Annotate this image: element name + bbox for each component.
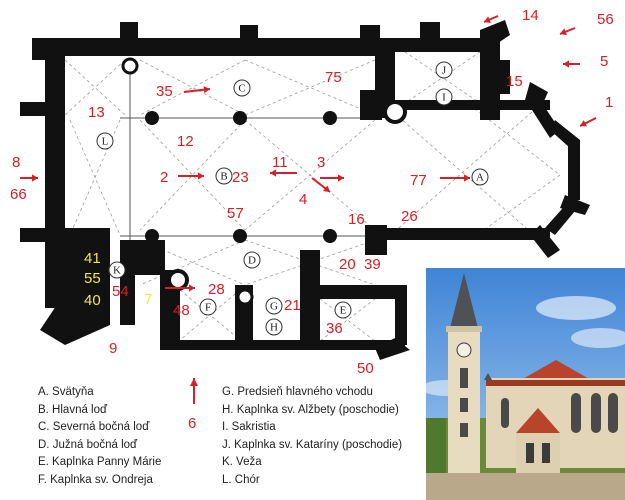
room-letter: E bbox=[340, 305, 347, 317]
room-label-e: E bbox=[334, 301, 352, 319]
legend-item-f: F. Kaplnka sv. Ondreja bbox=[38, 473, 153, 486]
marker-1: 1 bbox=[605, 94, 613, 111]
arrow bbox=[311, 177, 331, 193]
room-label-j: J bbox=[435, 61, 453, 79]
marker-50: 50 bbox=[357, 360, 374, 377]
room-letter: K bbox=[113, 265, 121, 277]
room-letter: A bbox=[476, 172, 484, 184]
arrow bbox=[165, 284, 195, 292]
marker-11: 11 bbox=[272, 154, 288, 171]
arrow bbox=[563, 60, 580, 68]
marker-5: 5 bbox=[600, 53, 608, 70]
arrow bbox=[559, 27, 576, 36]
arrow bbox=[178, 172, 204, 180]
marker-20: 20 bbox=[339, 256, 356, 273]
arrow bbox=[20, 174, 38, 182]
marker-56: 56 bbox=[597, 11, 614, 28]
marker-21: 21 bbox=[284, 297, 301, 314]
legend-item-g: G. Predsieň hlavného vchodu bbox=[222, 386, 373, 398]
marker-28: 28 bbox=[208, 281, 225, 298]
pillars bbox=[121, 57, 407, 306]
room-letter: L bbox=[102, 136, 109, 148]
legend-item-l: L. Chór bbox=[222, 473, 260, 486]
marker-16: 16 bbox=[348, 211, 365, 228]
legend-item-k: K. Veža bbox=[222, 456, 262, 468]
legend-item-e: E. Kaplnka Panny Márie bbox=[38, 456, 162, 468]
marker-35: 35 bbox=[156, 83, 173, 100]
room-letter: D bbox=[248, 255, 256, 267]
room-letter: I bbox=[442, 92, 446, 104]
marker-8: 8 bbox=[12, 154, 20, 171]
room-letter: H bbox=[270, 322, 278, 334]
arrow bbox=[483, 15, 499, 23]
marker-23: 23 bbox=[232, 169, 249, 186]
marker-41: 41 bbox=[84, 250, 101, 267]
legend-item-c: C. Severná bočná loď bbox=[38, 421, 150, 433]
arrow bbox=[440, 174, 470, 182]
marker-77: 77 bbox=[410, 172, 427, 189]
direction-arrows bbox=[20, 15, 597, 380]
marker-26: 26 bbox=[401, 208, 418, 225]
floor-plan: A B C D E F GH I J K L 14 56 5 15 1 35 75 13 12 8 66 2 23 11 3 4 7… bbox=[10, 7, 614, 380]
room-letter: C bbox=[238, 83, 245, 95]
arrow bbox=[270, 169, 297, 177]
legend-item-i: I. Sakristia bbox=[222, 421, 276, 433]
legend: A. Svätyňa B. Hlavná loď C. Severná bočná … bbox=[38, 384, 418, 500]
room-label-d: D bbox=[243, 251, 261, 269]
legend-item-j: J. Kaplnka sv. Kataríny (poschodie) bbox=[222, 438, 403, 451]
room-label-g: G bbox=[265, 297, 283, 315]
legend-column-right: G. Predsieň hlavného vchodu H. Kaplnka sv… bbox=[222, 384, 402, 489]
room-label-c: C bbox=[233, 79, 251, 97]
room-letter: F bbox=[205, 302, 211, 314]
room-label-k: K bbox=[108, 261, 126, 279]
marker-54: 54 bbox=[112, 283, 129, 300]
arrow bbox=[183, 86, 211, 94]
walls bbox=[20, 20, 590, 360]
room-label-i: I bbox=[435, 88, 453, 106]
marker-57: 57 bbox=[227, 205, 244, 222]
yellow-markers: 41 55 40 54 7 bbox=[84, 250, 152, 309]
room-letters: A B C D E F GH I J K L bbox=[96, 61, 489, 336]
marker-48: 48 bbox=[173, 302, 190, 319]
marker-15: 15 bbox=[506, 73, 523, 90]
legend-item-a: A. Svätyňa bbox=[38, 386, 94, 398]
marker-55: 55 bbox=[84, 270, 101, 287]
arrow bbox=[579, 117, 597, 127]
marker-40: 40 bbox=[84, 292, 101, 309]
marker-4: 4 bbox=[299, 191, 307, 208]
legend-item-h: H. Kaplnka sv. Alžbety (poschodie) bbox=[222, 403, 399, 416]
church-photo bbox=[426, 268, 625, 500]
marker-75: 75 bbox=[325, 69, 342, 86]
room-label-a: A bbox=[471, 168, 489, 186]
room-label-l: L bbox=[96, 132, 114, 150]
marker-66: 66 bbox=[10, 186, 27, 203]
legend-item-b: B. Hlavná loď bbox=[38, 403, 108, 416]
marker-2: 2 bbox=[160, 169, 168, 186]
marker-7: 7 bbox=[144, 291, 152, 308]
room-label-b: B bbox=[215, 167, 233, 185]
marker-12: 12 bbox=[177, 133, 194, 150]
marker-3: 3 bbox=[317, 154, 325, 171]
red-markers: 14 56 5 15 1 35 75 13 12 8 66 2 23 11 3 4 77 57 16 26 20 39 28… bbox=[10, 7, 614, 377]
room-letter: G bbox=[270, 301, 278, 313]
marker-36: 36 bbox=[326, 320, 343, 337]
marker-13: 13 bbox=[88, 104, 105, 121]
room-letter: B bbox=[220, 171, 227, 183]
room-label-f: F bbox=[199, 298, 217, 316]
marker-9: 9 bbox=[109, 340, 117, 357]
legend-item-d: D. Južná bočná loď bbox=[38, 438, 138, 451]
arrow bbox=[320, 174, 344, 182]
legend-column-left: A. Svätyňa B. Hlavná loď C. Severná bočná … bbox=[38, 384, 161, 489]
arrow bbox=[192, 378, 196, 380]
marker-39: 39 bbox=[364, 256, 381, 273]
marker-14: 14 bbox=[522, 7, 539, 24]
room-letter: J bbox=[442, 65, 447, 77]
room-label-h: H bbox=[265, 318, 283, 336]
